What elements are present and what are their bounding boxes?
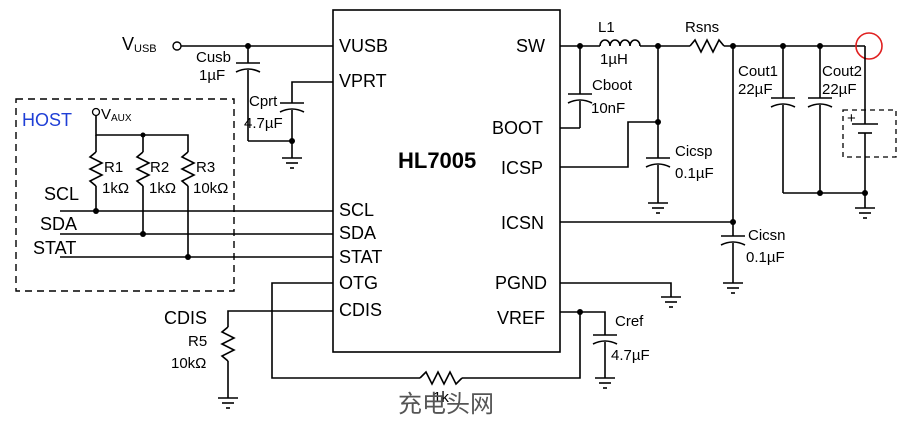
rbottom-resistor bbox=[419, 370, 463, 386]
pin-icsp: ICSP bbox=[501, 158, 543, 178]
highlight-circle bbox=[855, 32, 883, 60]
chip-body bbox=[332, 9, 561, 353]
cicsp-value: 0.1µF bbox=[675, 165, 714, 182]
r3-resistor bbox=[180, 151, 196, 257]
ground-symbol-vprt bbox=[282, 157, 302, 169]
cout1-name: Cout1 bbox=[738, 63, 778, 80]
rbottom-label: 1k bbox=[433, 389, 449, 406]
r3-name: R3 bbox=[196, 159, 215, 176]
r2-name: R2 bbox=[150, 159, 169, 176]
pin-scl: SCL bbox=[339, 200, 374, 220]
cref-capacitor bbox=[592, 334, 618, 378]
r2-resistor bbox=[135, 151, 151, 234]
pin-otg: OTG bbox=[339, 273, 378, 293]
ground-symbol-cicsp bbox=[648, 202, 668, 214]
cprt-name: Cprt bbox=[249, 93, 278, 110]
pin-vusb: VUSB bbox=[339, 36, 388, 56]
cprt-value: 4.7µF bbox=[244, 115, 283, 132]
r2-value: 1kΩ bbox=[149, 180, 176, 197]
rsns-resistor bbox=[689, 38, 725, 54]
cusb-capacitor bbox=[235, 46, 261, 141]
net-scl-label: SCL bbox=[44, 184, 79, 204]
vaux-terminal bbox=[91, 107, 101, 117]
l1-value: 1µH bbox=[600, 51, 628, 68]
cboot-capacitor bbox=[567, 93, 593, 128]
cref-name: Cref bbox=[615, 313, 644, 330]
pin-boot: BOOT bbox=[492, 118, 543, 138]
vusb-label: VUSB bbox=[122, 34, 157, 55]
r1-value: 1kΩ bbox=[102, 180, 129, 197]
r5-name: R5 bbox=[188, 333, 207, 350]
cicsn-name: Cicsn bbox=[748, 227, 786, 244]
cout1-capacitor bbox=[770, 46, 796, 193]
host-label: HOST bbox=[22, 110, 72, 130]
cboot-value: 10nF bbox=[591, 100, 625, 117]
pin-sda: SDA bbox=[339, 223, 376, 243]
cusb-name: Cusb bbox=[196, 49, 231, 66]
chip-name: HL7005 bbox=[398, 148, 476, 173]
rsns-name: Rsns bbox=[685, 19, 719, 36]
ground-symbol-cicsn bbox=[723, 282, 743, 294]
l1-name: L1 bbox=[598, 19, 615, 36]
cusb-value: 1µF bbox=[199, 67, 225, 84]
pin-icsn: ICSN bbox=[501, 213, 544, 233]
battery-plus: + bbox=[847, 110, 856, 127]
cref-value: 4.7µF bbox=[611, 347, 650, 364]
pin-sw: SW bbox=[516, 36, 545, 56]
net-stat-label: STAT bbox=[33, 238, 76, 258]
cicsn-capacitor bbox=[720, 235, 746, 283]
vaux-label: VAUX bbox=[101, 106, 132, 124]
host-box bbox=[15, 98, 235, 292]
vusb-terminal bbox=[172, 41, 182, 51]
cboot-name: Cboot bbox=[592, 77, 633, 94]
cicsn-value: 0.1µF bbox=[746, 249, 785, 266]
watermark-text: 充电头网 bbox=[398, 390, 494, 418]
pin-vref: VREF bbox=[497, 308, 545, 328]
r5-value: 10kΩ bbox=[171, 355, 206, 372]
cprt-capacitor bbox=[279, 102, 305, 158]
l1-inductor bbox=[599, 39, 641, 47]
pin-vprt: VPRT bbox=[339, 71, 387, 91]
cicsp-name: Cicsp bbox=[675, 143, 713, 160]
net-sda-label: SDA bbox=[40, 214, 77, 234]
ground-symbol-r5 bbox=[218, 397, 238, 409]
pin-stat: STAT bbox=[339, 247, 382, 267]
r1-resistor bbox=[88, 135, 104, 211]
ground-symbol-battery bbox=[855, 207, 875, 219]
pin-pgnd: PGND bbox=[495, 273, 547, 293]
cout1-value: 22µF bbox=[738, 81, 773, 98]
pin-cdis: CDIS bbox=[339, 300, 382, 320]
net-cdis-label: CDIS bbox=[164, 308, 207, 328]
ground-symbol-pgnd bbox=[661, 296, 681, 308]
ground-symbol-cref bbox=[595, 377, 615, 389]
r3-value: 10kΩ bbox=[193, 180, 228, 197]
r1-name: R1 bbox=[104, 159, 123, 176]
battery-box bbox=[842, 109, 897, 158]
cout2-capacitor bbox=[807, 46, 833, 193]
r5-resistor bbox=[220, 326, 236, 398]
cout2-name: Cout2 bbox=[822, 63, 862, 80]
cout2-value: 22µF bbox=[822, 81, 857, 98]
cicsp-capacitor bbox=[645, 122, 671, 203]
